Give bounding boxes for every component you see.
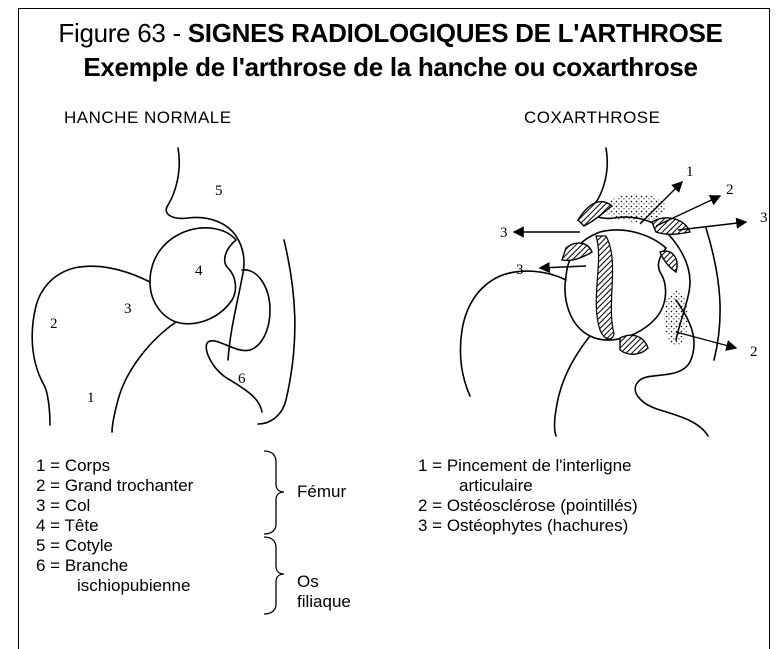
normal-label-6: 6 — [238, 371, 246, 387]
legend-item: 4 = Tête — [36, 516, 193, 536]
legend-item: 1 = Pincement de l'interligne — [418, 456, 638, 476]
normal-label-4: 4 — [195, 263, 203, 279]
ischiopubic-branch — [258, 240, 295, 424]
ilium-brace — [264, 537, 284, 614]
femur-neck-outline — [460, 271, 566, 396]
femur-lower-outline — [555, 336, 591, 436]
normal-label-2: 2 — [50, 316, 58, 332]
coxarthrosis-drawing — [460, 148, 746, 436]
osteophyte-bottom — [620, 335, 648, 354]
femur-brace — [264, 451, 284, 534]
arrow-3-right — [678, 222, 746, 230]
osteophyte-roof — [652, 218, 690, 234]
cox-label-3-upper-left: 3 — [500, 225, 508, 241]
arrow-3-lower-left — [540, 266, 586, 268]
legend-item: 6 = Branche — [36, 556, 193, 576]
cox-label-2-bottom: 2 — [750, 344, 758, 360]
normal-hip-drawing — [32, 148, 295, 432]
femur-lower-outline — [112, 322, 176, 432]
legend-item: 2 = Ostéosclérose (pointillés) — [418, 496, 638, 516]
ilium-group-label-line2: filiaque — [297, 592, 351, 612]
cox-label-3-right: 3 — [760, 210, 768, 226]
arrow-2-top — [656, 196, 720, 226]
legend-item: 3 = Ostéophytes (hachures) — [418, 516, 638, 536]
acetabulum-rim — [206, 270, 270, 412]
legend-item: 3 = Col — [36, 496, 193, 516]
arrow-2-bottom — [676, 332, 736, 348]
normal-label-1: 1 — [87, 390, 95, 406]
legend-item-continued: articulaire — [418, 476, 638, 496]
normal-label-5: 5 — [215, 183, 223, 199]
legend-item: 5 = Cotyle — [36, 536, 193, 556]
osteophyte-notch — [660, 251, 677, 272]
osteophyte-left — [562, 243, 592, 260]
osteophyte-head-edge — [596, 236, 614, 339]
cox-label-3-lower-left: 3 — [516, 262, 524, 278]
coxarthrosis-legend: 1 = Pincement de l'interligne articulair… — [418, 456, 638, 536]
cox-label-2-top: 2 — [726, 182, 734, 198]
ilium-outline — [166, 148, 244, 360]
femoral-head-outline — [150, 228, 236, 324]
normal-legend: 1 = Corps 2 = Grand trochanter 3 = Col 4… — [36, 456, 193, 596]
osteophyte-top — [578, 202, 612, 226]
ilium-group-label-line1: Os — [297, 572, 319, 592]
legend-item-continued: ischiopubienne — [36, 576, 193, 596]
normal-label-3: 3 — [124, 301, 132, 317]
legend-item: 2 = Grand trochanter — [36, 476, 193, 496]
legend-item: 1 = Corps — [36, 456, 193, 476]
femur-group-label: Fémur — [297, 482, 346, 502]
cox-label-1: 1 — [686, 164, 694, 180]
